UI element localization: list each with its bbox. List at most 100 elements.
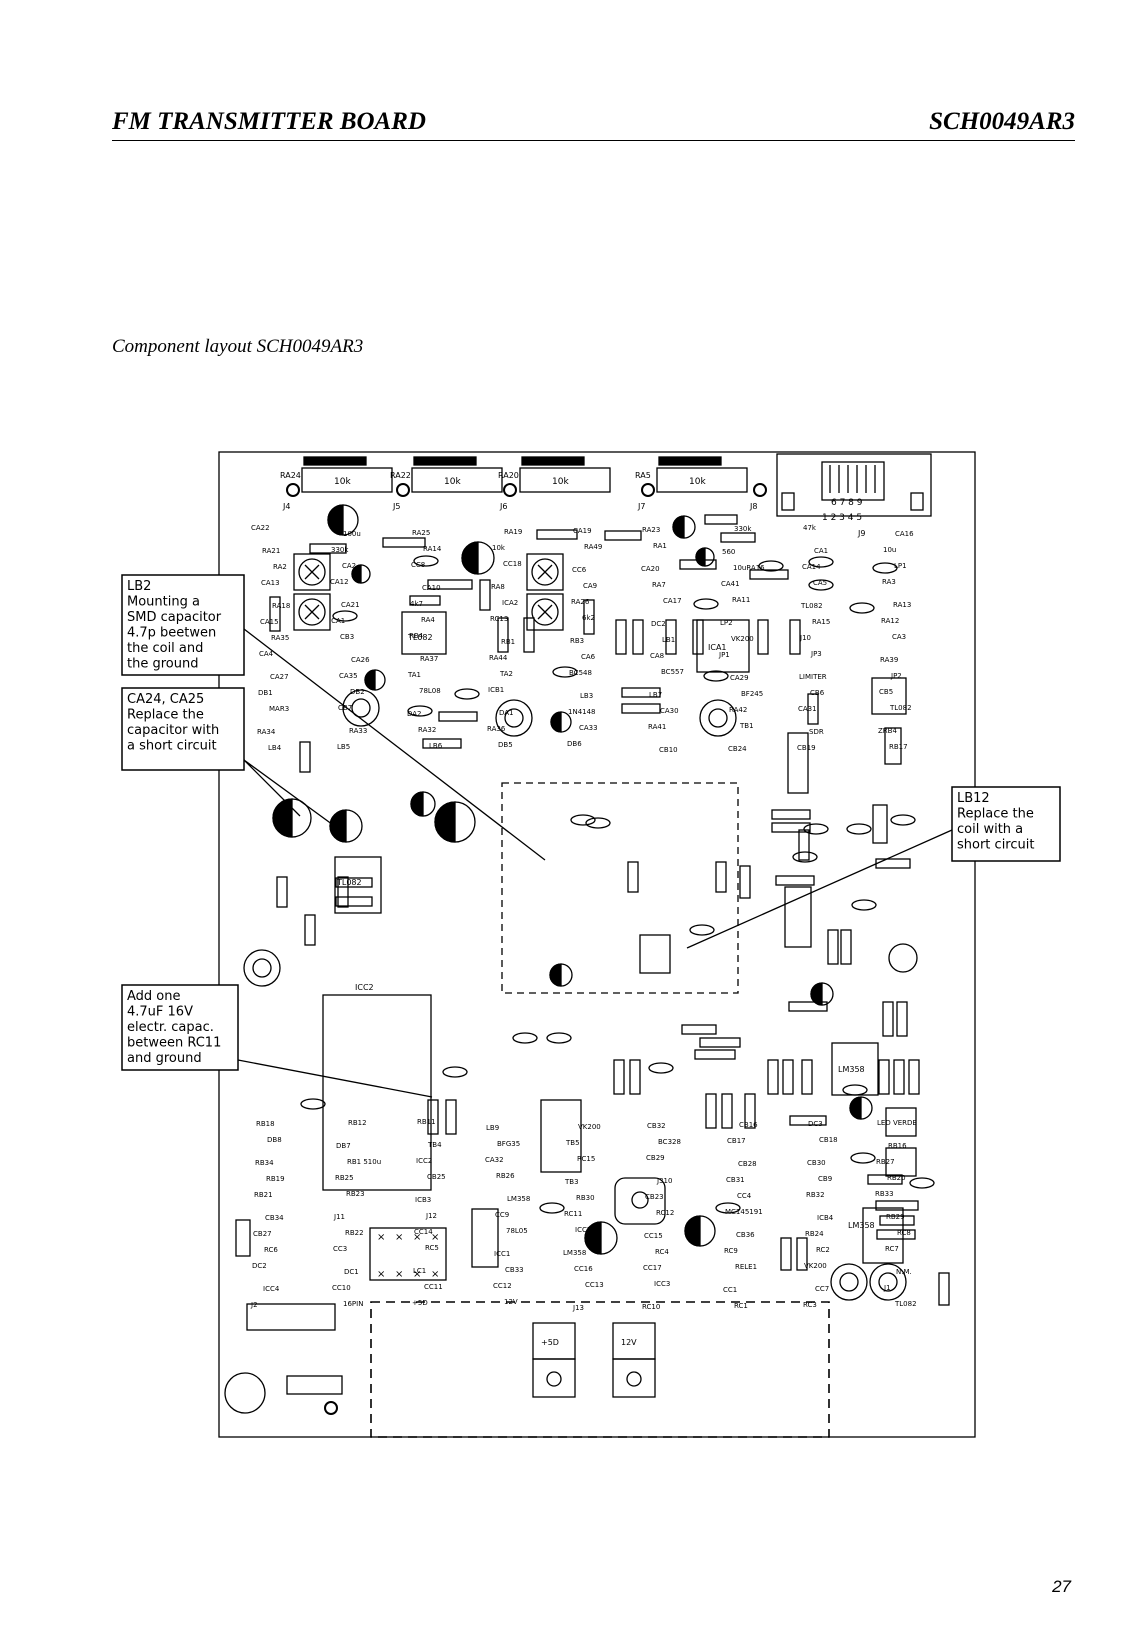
component-label: RB34 xyxy=(255,1159,274,1167)
component-label: CA13 xyxy=(261,579,280,587)
ceramic-capacitor xyxy=(850,1152,876,1164)
adjustable-pot-center xyxy=(839,1272,859,1292)
component-label: LB7 xyxy=(649,691,662,699)
component-value: 10k xyxy=(552,477,569,487)
ceramic-capacitor xyxy=(442,1066,468,1078)
component-label: 10u xyxy=(883,546,896,554)
component-label: DB1 xyxy=(258,689,273,697)
resistor xyxy=(627,861,639,893)
ceramic-capacitor xyxy=(539,1202,565,1214)
connector-pins-bottom: 1 2 3 4 5 xyxy=(822,513,862,523)
component-label: RB11 xyxy=(417,1118,436,1126)
resistor xyxy=(479,579,491,611)
component-label: CA35 xyxy=(339,672,358,680)
ceramic-capacitor xyxy=(454,688,480,700)
component-label: RA35 xyxy=(271,634,289,642)
ceramic-capacitor xyxy=(413,555,439,567)
integrated-circuit xyxy=(784,886,812,948)
integrated-circuit xyxy=(639,934,671,974)
resistor xyxy=(621,687,661,698)
ceramic-capacitor xyxy=(851,899,877,911)
component-label: CA9 xyxy=(583,582,597,590)
component-label: 330k xyxy=(331,546,349,554)
component-ref: RA5 xyxy=(635,471,651,480)
ceramic-capacitor xyxy=(803,823,829,835)
regulator-label: 12V xyxy=(621,1338,637,1347)
component-label: RA25 xyxy=(412,529,430,537)
component-label: RB25 xyxy=(335,1174,354,1182)
trimmer-dial xyxy=(298,558,326,586)
component-label: CB18 xyxy=(819,1136,838,1144)
component-label: JP3 xyxy=(810,650,822,658)
note-line: Mounting a xyxy=(127,595,200,610)
component-label: RC6 xyxy=(264,1246,278,1254)
component-label: LM358 xyxy=(507,1195,530,1203)
component-label: RA8 xyxy=(491,583,505,591)
note-line: LB12 xyxy=(957,791,990,806)
ceramic-capacitor xyxy=(546,1032,572,1044)
component-label: ICC4 xyxy=(263,1285,280,1293)
ceramic-capacitor xyxy=(872,562,898,574)
regulator-hole xyxy=(626,1371,642,1387)
component-label: LB3 xyxy=(580,692,593,700)
resistor xyxy=(382,537,426,548)
component-label: RA2 xyxy=(273,563,287,571)
component-label: CB6 xyxy=(810,689,825,697)
component-label: CC15 xyxy=(644,1232,663,1240)
integrated-circuit xyxy=(322,994,432,1191)
resistor xyxy=(679,559,717,570)
electrolytic-polarity xyxy=(351,564,362,584)
component-label: 330k xyxy=(734,525,752,533)
electrolytic-polarity xyxy=(672,515,685,539)
relay-rele1 xyxy=(369,1227,447,1281)
ceramic-capacitor xyxy=(648,1062,674,1074)
component-label: RB18 xyxy=(256,1120,275,1128)
vk200-coil xyxy=(787,732,809,794)
component-label: RA37 xyxy=(420,655,438,663)
page-number: 27 xyxy=(1052,1577,1071,1596)
component-label: 4k7 xyxy=(410,600,423,608)
resistor xyxy=(681,1024,717,1035)
component-label: 10uRA16 xyxy=(733,564,765,572)
regulator-tab xyxy=(612,1358,656,1398)
component-label: RA26 xyxy=(571,598,590,606)
component-label: 12V xyxy=(504,1298,518,1306)
trimmer-cross xyxy=(304,564,320,580)
component-label: RC8 xyxy=(897,1229,911,1237)
regulator-label: +5D xyxy=(541,1338,559,1347)
resistor xyxy=(775,875,815,886)
component-label: RB21 xyxy=(254,1191,273,1199)
component-label: RC11 xyxy=(564,1210,582,1218)
resistor xyxy=(621,703,661,714)
electrolytic-capacitor xyxy=(351,564,371,584)
component-label: CA20 xyxy=(641,565,660,573)
component-label: RA32 xyxy=(418,726,436,734)
note-line: capacitor with xyxy=(127,723,219,738)
note-line: Add one xyxy=(127,989,181,1004)
component-label: RC1 xyxy=(734,1302,748,1310)
ic-label: LM358 xyxy=(848,1221,875,1230)
ceramic-capacitor xyxy=(300,1098,326,1110)
component-label: 1N4148 xyxy=(568,708,596,716)
electrolytic-polarity xyxy=(695,547,706,567)
component-label: CB28 xyxy=(738,1160,757,1168)
adjustable-pot-center xyxy=(351,698,371,718)
resistor xyxy=(615,619,627,655)
component-label: RB26 xyxy=(496,1172,515,1180)
resistor xyxy=(744,1093,756,1129)
resistor xyxy=(721,1093,733,1129)
component-label: CB16 xyxy=(739,1121,758,1129)
document-code: SCH0049AR3 xyxy=(929,108,1075,135)
resistor xyxy=(704,514,738,525)
vk200-lc1 xyxy=(471,1208,499,1268)
component-label: CA6 xyxy=(581,653,596,661)
component-label: LC1 xyxy=(413,1267,426,1275)
component-label: J12 xyxy=(425,1212,437,1220)
component-ref: RA24 xyxy=(280,471,301,480)
relay-pin: × xyxy=(413,1232,421,1243)
component-label: RC15 xyxy=(577,1155,595,1163)
component-label: CB34 xyxy=(265,1214,284,1222)
component-label: CB10 xyxy=(659,746,678,754)
resistor-array-pins xyxy=(521,456,585,466)
note-line: a short circuit xyxy=(127,739,217,754)
